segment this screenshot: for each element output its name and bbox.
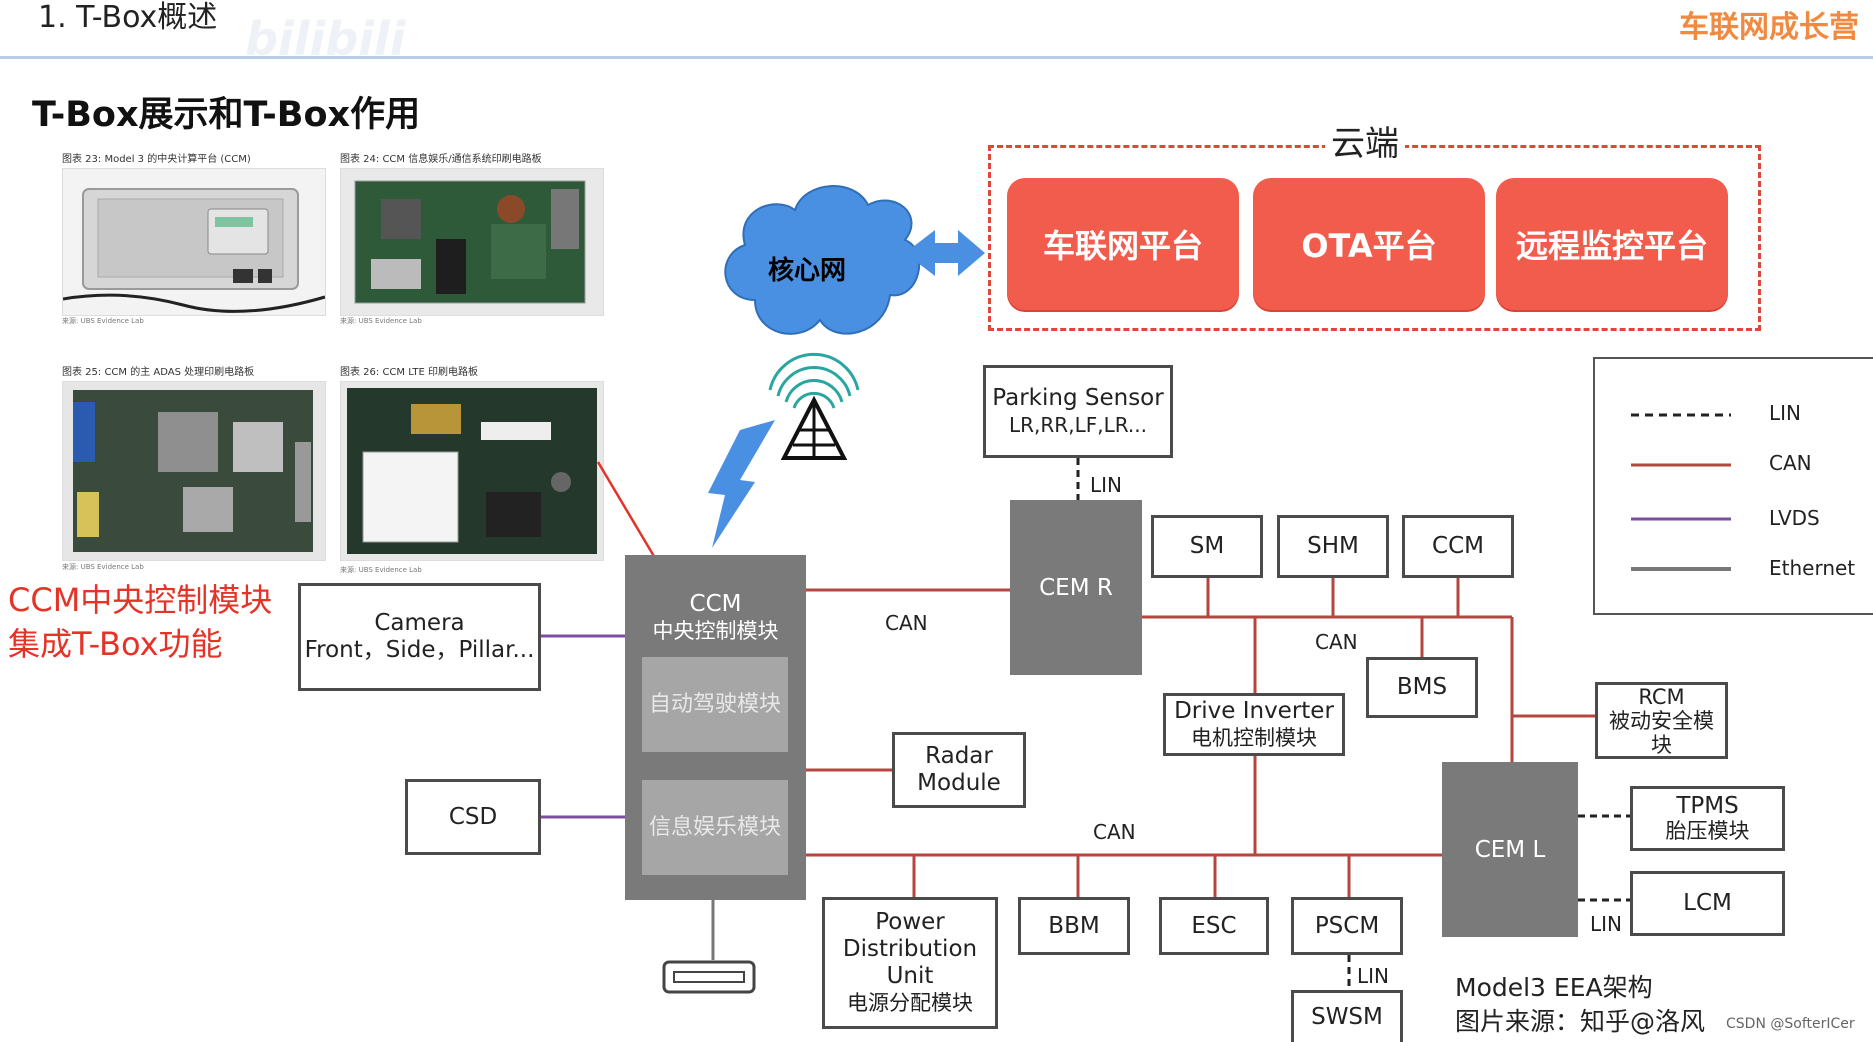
- bbm-label: BBM: [1048, 912, 1100, 939]
- legend-label-lvds: LVDS: [1769, 506, 1820, 530]
- pscm-label: PSCM: [1314, 912, 1380, 939]
- shm-node: SHM: [1277, 515, 1389, 578]
- rcm-sub-label: 被动安全模块: [1609, 708, 1714, 757]
- power-distribution-node: Power Distribution Unit 电源分配模块: [822, 897, 998, 1029]
- ccm-subtitle: 中央控制模块: [652, 619, 779, 643]
- cem-r-node: CEM R: [1010, 500, 1142, 675]
- parking-sub-label: LR,RR,LF,LR...: [1009, 412, 1147, 437]
- bus-label-lin-swsm: LIN: [1357, 964, 1390, 988]
- radar-label: Radar: [925, 743, 993, 769]
- photo-caption-4: 图表 26: CCM LTE 印刷电路板: [340, 367, 479, 378]
- bus-label-can-right: CAN: [1315, 630, 1358, 654]
- tpms-sub-label: 胎压模块: [1665, 818, 1750, 843]
- parking-sensor-node: Parking Sensor LR,RR,LF,LR...: [983, 365, 1173, 458]
- shm-label: SHM: [1307, 533, 1359, 559]
- platform-ota: OTA平台: [1253, 178, 1485, 310]
- photo-lte-board: [340, 381, 604, 561]
- cem-l-label: CEM L: [1474, 836, 1546, 863]
- header-divider: [0, 56, 1873, 59]
- section-heading: 1. T-Box概述: [38, 0, 218, 35]
- lcm-label: LCM: [1683, 890, 1732, 916]
- swsm-label: SWSM: [1311, 1004, 1383, 1030]
- bms-label: BMS: [1396, 674, 1448, 700]
- radar-node: Radar Module: [892, 732, 1026, 808]
- lcm-node: LCM: [1630, 871, 1785, 936]
- photo-source-2: 来源: UBS Evidence Lab: [340, 317, 422, 325]
- legend-label-lin: LIN: [1769, 401, 1802, 425]
- brand-logo: 车联网成长营: [1679, 10, 1859, 45]
- photo-caption-3: 图表 25: CCM 的主 ADAS 处理印刷电路板: [62, 367, 255, 378]
- page-title: T-Box展示和T-Box作用: [32, 95, 421, 135]
- pdu-label-4: 电源分配模块: [847, 991, 973, 1015]
- credit-line-1: Model3 EEA架构: [1455, 973, 1653, 1002]
- cloud-title: 云端: [1325, 116, 1405, 165]
- sm-node: SM: [1151, 515, 1263, 578]
- photo-source-4: 来源: UBS Evidence Lab: [340, 566, 422, 574]
- tpms-node: TPMS 胎压模块: [1630, 786, 1785, 851]
- legend-swatches: [1631, 413, 1731, 571]
- legend-label-ethernet: Ethernet: [1769, 556, 1856, 580]
- antenna-icon: [768, 352, 860, 460]
- ccm-title: CCM: [689, 591, 742, 617]
- photo-source-3: 来源: UBS Evidence Lab: [62, 563, 144, 571]
- rcm-node: RCM 被动安全模块: [1595, 682, 1728, 759]
- footer-watermark: CSDN @SofterICer: [1726, 1016, 1855, 1032]
- core-network-cloud: [724, 185, 921, 335]
- drive-inverter-node: Drive Inverter 电机控制模块: [1163, 693, 1345, 756]
- photo-source-1: 来源: UBS Evidence Lab: [62, 317, 144, 325]
- sm-label: SM: [1189, 533, 1225, 559]
- pdu-label-2: Distribution: [842, 936, 978, 962]
- legend: LIN CAN LVDS Ethernet: [1593, 357, 1873, 615]
- csd-node: CSD: [405, 779, 541, 855]
- lightning-icon: [708, 420, 775, 548]
- camera-label: Camera: [374, 610, 465, 636]
- photo-infotainment-board: [340, 168, 604, 316]
- pdu-label-1: Power: [875, 909, 945, 935]
- bus-label-lin-lcm: LIN: [1590, 912, 1623, 936]
- cem-l-node: CEM L: [1442, 762, 1578, 937]
- double-arrow: [905, 230, 985, 276]
- platform-remote-monitoring: 远程监控平台: [1496, 178, 1728, 310]
- bus-label-can-bottom: CAN: [1093, 820, 1136, 844]
- swsm-node: SWSM: [1291, 990, 1403, 1042]
- pdu-label-3: Unit: [886, 963, 934, 989]
- photo-caption-1: 图表 23: Model 3 的中央计算平台 (CCM): [62, 154, 251, 165]
- bus-label-can-top: CAN: [885, 611, 928, 635]
- platform-telematics: 车联网平台: [1007, 178, 1239, 310]
- photo-ccm-unit: [62, 168, 326, 316]
- ccm-adas-module: 自动驾驶模块: [642, 657, 788, 752]
- drive-inverter-sub-label: 电机控制模块: [1191, 725, 1317, 750]
- parking-label: Parking Sensor: [992, 384, 1164, 411]
- bus-label-lin-parking: LIN: [1090, 473, 1123, 497]
- esc-label: ESC: [1191, 912, 1237, 939]
- csd-label: CSD: [448, 803, 498, 830]
- ccm-infotainment-module: 信息娱乐模块: [642, 780, 788, 875]
- esc-node: ESC: [1159, 897, 1269, 955]
- tpms-label: TPMS: [1676, 792, 1739, 819]
- legend-label-can: CAN: [1769, 451, 1812, 475]
- cem-r-label: CEM R: [1039, 574, 1113, 601]
- radar-sub-label: Module: [917, 770, 1001, 796]
- bms-node: BMS: [1366, 657, 1478, 718]
- camera-node: Camera Front，Side，Pillar...: [298, 583, 541, 691]
- bbm-node: BBM: [1018, 897, 1130, 955]
- drive-inverter-label: Drive Inverter: [1174, 697, 1334, 724]
- photo-adas-board: [62, 381, 326, 561]
- ccm-small-label: CCM: [1432, 533, 1484, 559]
- pscm-node: PSCM: [1291, 897, 1403, 955]
- annotation-text: CCM中央控制模块集成T-Box功能: [8, 581, 273, 663]
- rcm-label: RCM: [1638, 684, 1685, 709]
- camera-sub-label: Front，Side，Pillar...: [304, 637, 535, 663]
- ccm-small-node: CCM: [1402, 515, 1514, 578]
- credit-line-2: 图片来源：知乎@洛风: [1455, 1007, 1706, 1036]
- core-network-label: 核心网: [768, 256, 847, 286]
- connector-icon: [662, 960, 756, 994]
- photo-caption-2: 图表 24: CCM 信息娱乐/通信系统印刷电路板: [340, 154, 542, 165]
